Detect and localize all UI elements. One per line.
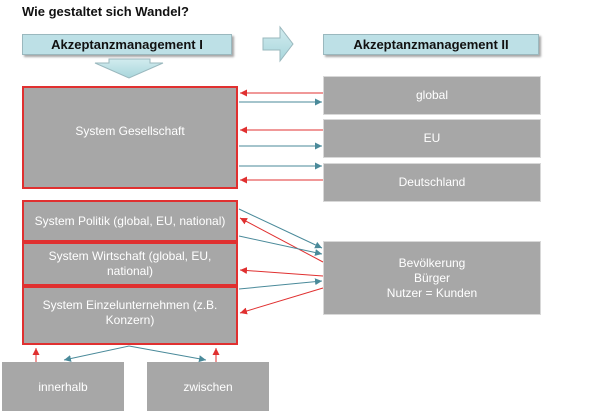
arrow-bevoelkerung-to-politik (239, 217, 324, 263)
label-system-einzelunternehmen: System Einzelunternehmen (z.B. Konzern) (42, 297, 218, 327)
page-title: Wie gestaltet sich Wandel? (22, 4, 189, 19)
arrow-bevoelkerung-to-wirtschaft (239, 267, 324, 277)
label-innerhalb: innerhalb (38, 380, 88, 394)
label-system-gesellschaft: System Gesellschaft (75, 124, 185, 138)
box-eu: EU (324, 120, 540, 157)
label-zwischen: zwischen (183, 380, 233, 394)
arrow-unternehmen-to-bevoelkerung (238, 278, 323, 290)
arrow-bevoelkerung-to-unternehmen (239, 287, 324, 315)
arrow-wirtschaft-to-bevoelkerung (238, 235, 323, 256)
arrow-unternehmen-to-innerhalb (63, 345, 130, 362)
block-arrow-right-icon (262, 25, 294, 63)
label-buerger: Bürger (413, 270, 451, 285)
box-global: global (324, 77, 540, 114)
arrow-unternehmen-to-zwischen (128, 345, 207, 363)
label-eu: EU (423, 131, 441, 145)
label-system-wirtschaft: System Wirtschaft (global, EU, national) (48, 249, 212, 278)
box-system-einzelunternehmen: System Einzelunternehmen (z.B. Konzern) (22, 286, 238, 345)
box-system-gesellschaft: System Gesellschaft (22, 86, 238, 189)
label-nutzer-kunden: Nutzer = Kunden (386, 285, 478, 300)
block-arrow-down-icon (94, 58, 164, 79)
arrow-politik-to-bevoelkerung (238, 208, 323, 249)
box-system-politik: System Politik (global, EU, national) (22, 200, 238, 242)
box-deutschland: Deutschland (324, 164, 540, 201)
header-akzeptanzmanagement-2: Akzeptanzmanagement II (323, 34, 539, 55)
box-bevoelkerung: Bevölkerung Bürger Nutzer = Kunden (324, 242, 540, 314)
box-system-wirtschaft: System Wirtschaft (global, EU, national) (22, 242, 238, 286)
label-bevoelkerung: Bevölkerung (398, 255, 466, 270)
label-global: global (415, 88, 449, 102)
box-zwischen: zwischen (147, 362, 269, 411)
header-akzeptanzmanagement-1: Akzeptanzmanagement I (22, 34, 232, 55)
box-innerhalb: innerhalb (2, 362, 124, 411)
label-system-politik: System Politik (global, EU, national) (34, 213, 226, 228)
label-deutschland: Deutschland (398, 175, 466, 189)
